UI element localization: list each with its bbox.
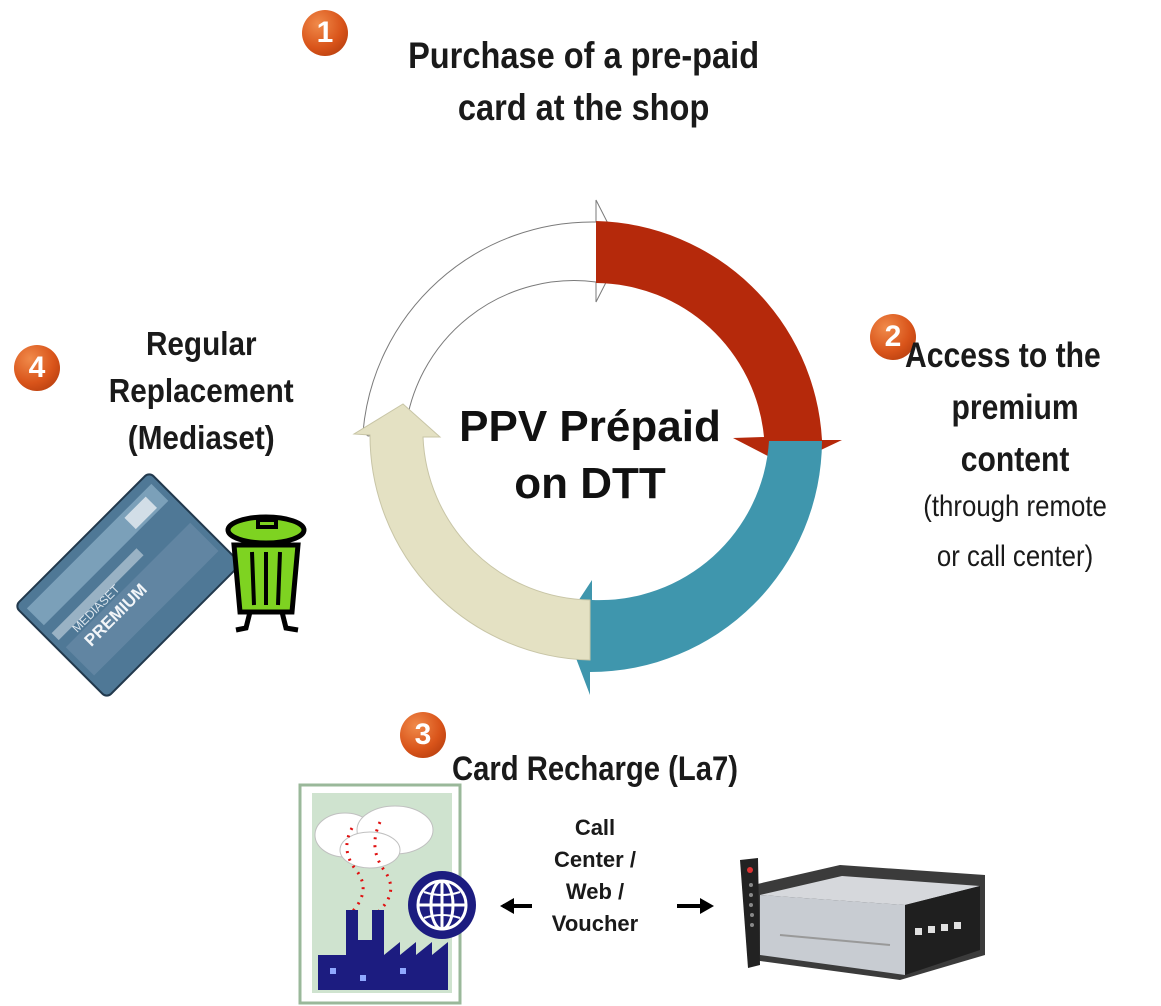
- factory-web-icon: [298, 783, 462, 1005]
- center-title-line-1: PPV Prépaid: [459, 402, 721, 451]
- prepaid-card-icon: MEDIASET PREMIUM: [16, 473, 240, 697]
- cycle-arrow-teal: [563, 441, 822, 695]
- cycle-arrow-beige: [352, 403, 591, 661]
- step-3-badge: 3: [400, 712, 446, 758]
- step-2-line-1: Access to the: [905, 336, 1101, 375]
- remote-control-icon: [740, 858, 760, 968]
- trash-bin-icon: [225, 514, 307, 633]
- step-2-badge: 2: [870, 314, 916, 360]
- channel-line-2: Center /: [554, 847, 636, 872]
- channel-line-1: Call: [574, 815, 616, 840]
- step-4-label: Regular Replacement (Mediaset): [100, 320, 303, 461]
- step-2-line-2: premium: [951, 388, 1079, 427]
- recharge-channels: Call Center / Web / Voucher: [505, 812, 685, 940]
- cycle-arrow-red: [596, 221, 842, 466]
- step-2-sub-line-2: or call center): [936, 540, 1094, 573]
- step-4-line-3: (Mediaset): [127, 419, 275, 456]
- step-3-line-1: Card Recharge (La7): [452, 750, 738, 788]
- step-1-badge: 1: [302, 10, 348, 56]
- step-1-line-1: Purchase of a pre-paid: [408, 35, 760, 76]
- step-1-line-2: card at the shop: [457, 87, 710, 128]
- right-arrow-icon: [677, 898, 714, 914]
- step-2-sublabel: (through remote or call center): [905, 482, 1125, 582]
- step-3-label: Card Recharge (La7): [452, 745, 762, 793]
- step-1-label: Purchase of a pre-paid card at the shop: [390, 30, 777, 134]
- channel-line-3: Web /: [565, 879, 625, 904]
- step-4-line-1: Regular: [145, 325, 257, 362]
- center-title: PPV Prépaid on DTT: [420, 398, 760, 512]
- globe-icon: [408, 871, 476, 939]
- center-title-line-2: on DTT: [514, 459, 666, 508]
- set-top-box-icon: [753, 865, 985, 980]
- step-2-label: Access to the premium content: [905, 330, 1125, 486]
- channel-line-4: Voucher: [551, 911, 639, 936]
- step-4-badge: 4: [14, 345, 60, 391]
- left-arrow-icon: [500, 898, 532, 914]
- step-2-line-3: content: [960, 440, 1070, 479]
- step-4-line-2: Replacement: [108, 372, 294, 409]
- step-2-sub-line-1: (through remote: [923, 490, 1107, 523]
